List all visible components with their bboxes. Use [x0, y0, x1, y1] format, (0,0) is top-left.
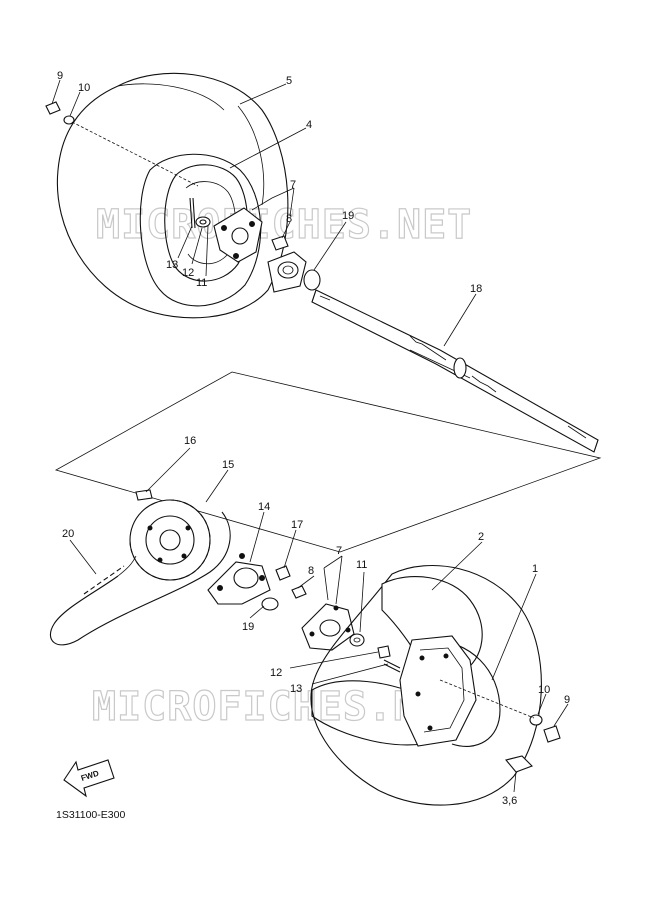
callout-13-upper: 13 — [166, 259, 178, 271]
callout-13-lower: 13 — [290, 683, 302, 695]
lower-hub — [207, 553, 271, 605]
callout-8-upper: 8 — [286, 213, 292, 225]
callout-12-lower: 12 — [270, 667, 282, 679]
callout-17: 17 — [291, 519, 303, 531]
upper-tire — [56, 72, 289, 319]
callout-20: 20 — [62, 528, 74, 540]
callout-12-upper: 12 — [182, 267, 194, 279]
callout-19-upper: 19 — [342, 210, 354, 222]
upper-rim — [164, 164, 249, 282]
callout-9-lower: 9 — [564, 694, 570, 706]
callout-8-lower: 8 — [308, 565, 314, 577]
callout-2: 2 — [478, 531, 484, 543]
callout-11-upper: 11 — [196, 277, 207, 289]
drive-chain — [49, 511, 231, 646]
callout-9-upper: 9 — [57, 70, 63, 82]
callout-7-upper: 7 — [290, 179, 296, 191]
lower-tire-assembly — [310, 564, 542, 806]
upper-tire-assembly — [45, 72, 321, 319]
callout-18: 18 — [470, 283, 482, 295]
upper-o-ring — [303, 269, 321, 291]
callout-7-lower: 7 — [336, 545, 342, 557]
callout-10-upper: 10 — [78, 82, 90, 94]
callout-16: 16 — [184, 435, 196, 447]
assembly-outline — [54, 371, 602, 553]
fwd-arrow-icon: FWD — [63, 759, 115, 798]
callout-10-lower: 10 — [538, 684, 550, 696]
upper-hub — [213, 207, 263, 263]
callout-19-lower: 19 — [242, 621, 254, 633]
upper-axle-hub — [267, 251, 307, 293]
callout-1: 1 — [532, 563, 538, 575]
lower-rim — [399, 635, 477, 747]
axle-shaft — [311, 289, 599, 453]
lower-tire — [310, 564, 542, 806]
callout-11-lower: 11 — [356, 559, 367, 571]
callout-14: 14 — [258, 501, 270, 513]
callout-15: 15 — [222, 459, 234, 471]
callout-5: 5 — [286, 75, 292, 87]
lower-hub-plate — [301, 603, 355, 651]
callout-3-6: 3,6 — [502, 795, 517, 807]
callout-4: 4 — [306, 119, 312, 131]
drawing-code: 1S31100-E300 — [56, 809, 125, 821]
sprocket — [129, 499, 211, 581]
leader-lines — [51, 79, 569, 793]
